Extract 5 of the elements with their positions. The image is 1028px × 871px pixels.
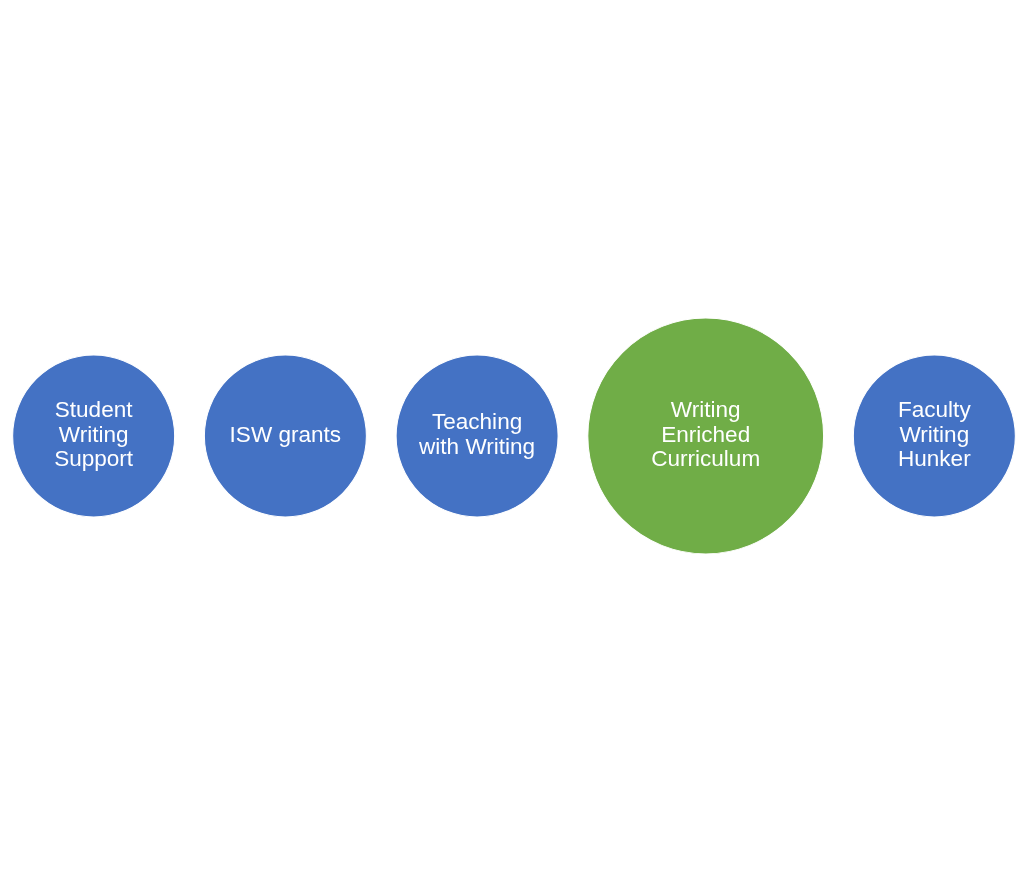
node-circle: Student Writing Support	[12, 354, 176, 517]
node-circle: Faculty Writing Hunker	[852, 354, 1016, 517]
node-circle: ISW grants	[203, 354, 367, 517]
node-circle: Teaching with Writing	[395, 354, 559, 517]
node-circle: Writing Enriched Curriculum	[587, 317, 825, 554]
